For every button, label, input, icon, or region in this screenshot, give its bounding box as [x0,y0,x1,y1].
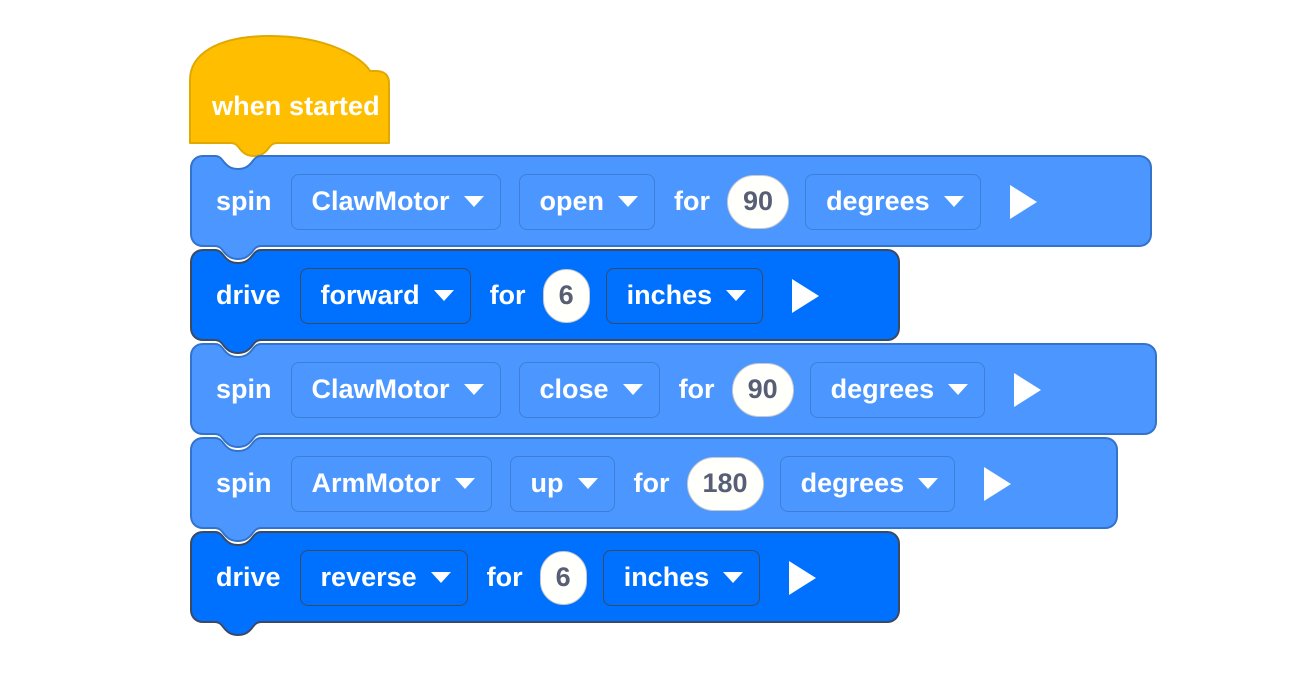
amount-input-90[interactable]: 90 [727,174,790,229]
when-started-hat-block[interactable]: when started [189,35,414,157]
spin-verb-label: spin [216,468,272,498]
play-icon[interactable] [789,560,817,595]
amount-value: 6 [558,280,574,310]
units-dropdown-inches[interactable]: inches [605,267,764,324]
direction-dropdown-up[interactable]: up [509,455,615,512]
chevron-down-icon [943,196,964,207]
chevron-down-icon [948,384,969,395]
motor-dropdown-armmotor[interactable]: ArmMotor [290,455,492,512]
block-spin-claw-close[interactable]: spin ClawMotor close for 90 degrees [190,343,1157,448]
motor-dropdown-label: ArmMotor [311,468,441,498]
units-dropdown-degrees[interactable]: degrees [809,361,986,418]
units-dropdown-label: degrees [800,468,905,498]
block-spin-claw-open[interactable]: spin ClawMotor open for 90 degrees [190,155,1152,260]
block-drive-reverse[interactable]: drive reverse for 6 inches [190,531,900,636]
motor-dropdown-clawmotor-open[interactable]: ClawMotor [290,173,501,230]
chevron-down-icon [622,384,643,395]
units-dropdown-inches[interactable]: inches [602,549,761,606]
motor-dropdown-label: ClawMotor [311,374,450,404]
amount-input-6-forward[interactable]: 6 [542,268,590,323]
units-dropdown-degrees[interactable]: degrees [779,455,956,512]
chevron-down-icon [918,478,939,489]
direction-dropdown-label: reverse [320,562,417,592]
units-dropdown-label: inches [623,562,710,592]
amount-value: 90 [747,374,778,404]
motor-dropdown-label: ClawMotor [311,186,450,216]
for-label: for [489,280,526,310]
chevron-down-icon [454,478,475,489]
direction-dropdown-forward[interactable]: forward [299,267,471,324]
direction-dropdown-close[interactable]: close [518,361,660,418]
chevron-down-icon [618,196,639,207]
drive-verb-label: drive [216,562,281,592]
units-dropdown-label: degrees [826,186,930,216]
amount-input-90-close[interactable]: 90 [731,362,794,417]
amount-value: 90 [743,186,774,216]
units-dropdown-label: inches [626,280,713,310]
chevron-down-icon [433,290,454,301]
motor-dropdown-clawmotor-close[interactable]: ClawMotor [290,361,501,418]
chevron-down-icon [577,478,598,489]
chevron-down-icon [463,196,484,207]
play-icon[interactable] [1009,184,1037,219]
units-dropdown-label: degrees [830,374,935,404]
spin-verb-label: spin [216,186,272,216]
chevron-down-icon [430,572,451,583]
chevron-down-icon [726,290,747,301]
drive-verb-label: drive [216,280,281,310]
play-icon[interactable] [1014,372,1042,407]
amount-value: 6 [555,562,571,592]
units-dropdown-degrees[interactable]: degrees [805,173,981,230]
for-label: for [633,468,670,498]
direction-dropdown-label: open [539,186,605,216]
amount-value: 180 [702,468,748,498]
direction-dropdown-label: close [539,374,609,404]
for-label: for [678,374,715,404]
when-started-label: when started [212,91,380,121]
direction-dropdown-open[interactable]: open [518,173,656,230]
direction-dropdown-label: up [530,468,564,498]
direction-dropdown-reverse[interactable]: reverse [299,549,468,606]
amount-input-180[interactable]: 180 [686,456,764,511]
for-label: for [486,562,523,592]
block-spin-arm-up[interactable]: spin ArmMotor up for 180 degrees [190,437,1118,542]
amount-input-6-reverse[interactable]: 6 [539,550,587,605]
spin-verb-label: spin [216,374,272,404]
chevron-down-icon [463,384,484,395]
direction-dropdown-label: forward [320,280,420,310]
chevron-down-icon [723,572,744,583]
for-label: for [674,186,711,216]
play-icon[interactable] [792,278,820,313]
block-drive-forward[interactable]: drive forward for 6 inches [190,249,900,354]
play-icon[interactable] [984,466,1012,501]
